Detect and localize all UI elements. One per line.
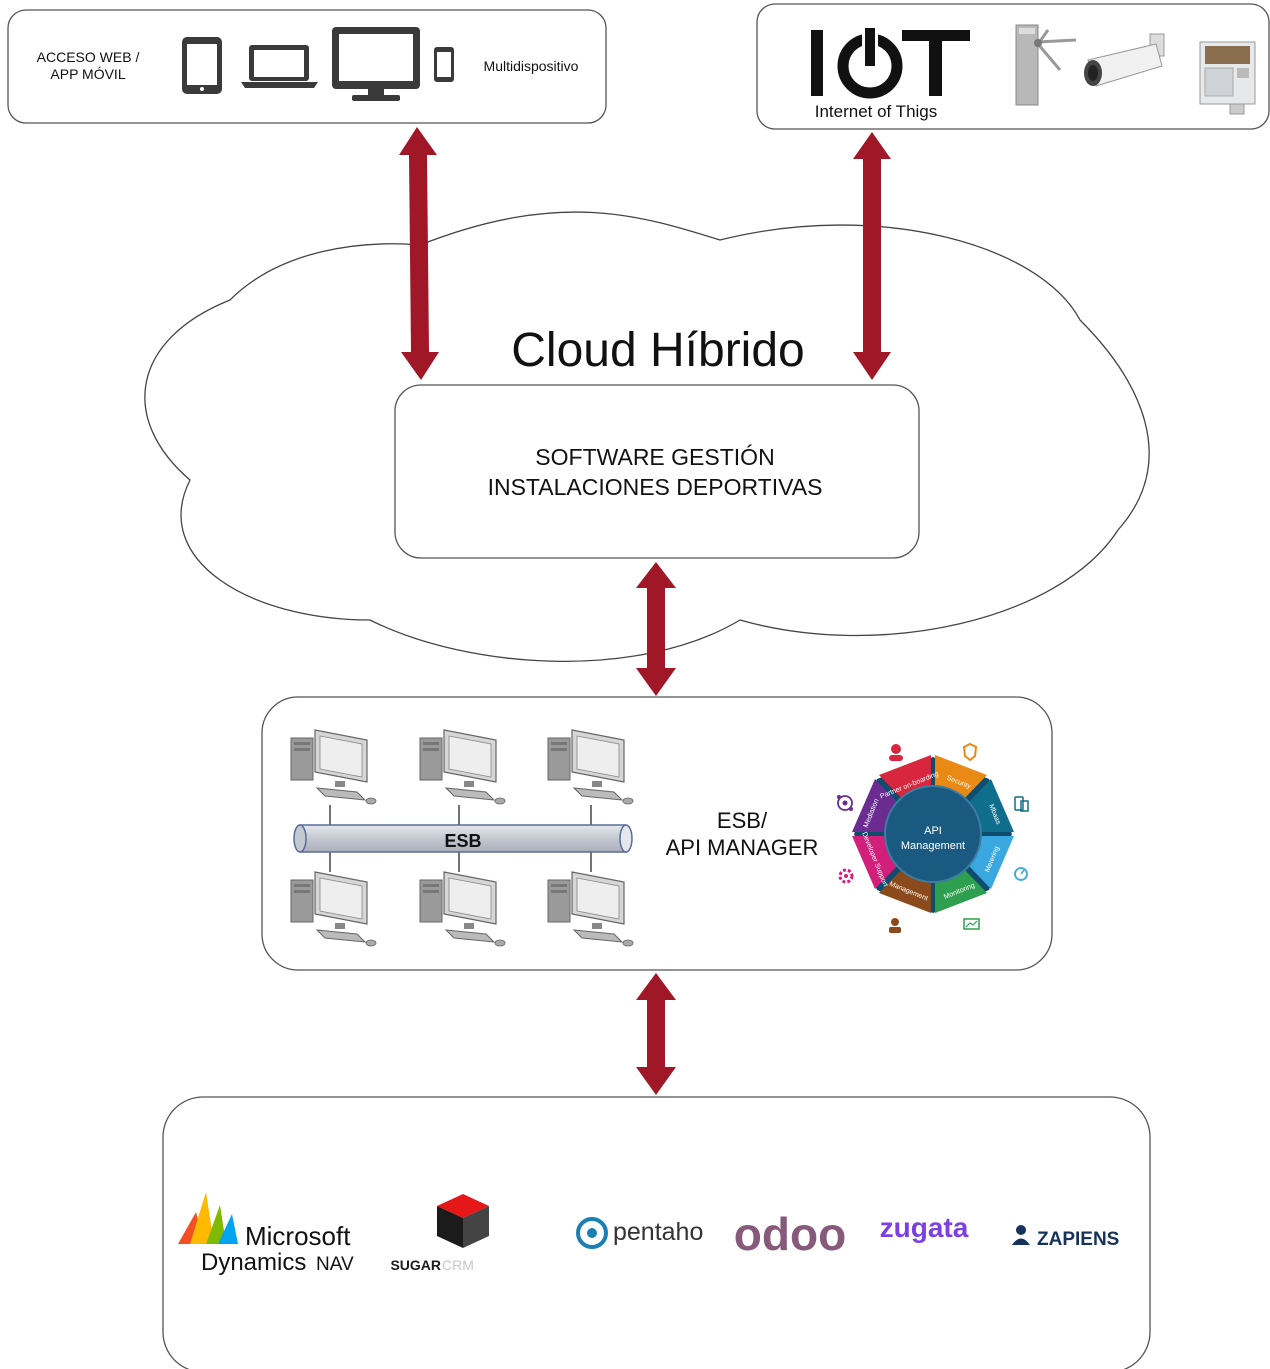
microsoft-dynamics-nav-logo: Microsoft Dynamics NAV bbox=[178, 1192, 354, 1276]
mediation-icon bbox=[837, 795, 853, 811]
esb-pipe-label: ESB bbox=[444, 831, 481, 851]
arrow-esb-to-erp bbox=[636, 973, 676, 1095]
zapiens-person-icon bbox=[1012, 1225, 1030, 1245]
esb-box: ESB ESB/ API MANAGER API Management Part… bbox=[261, 696, 1053, 971]
pentaho-logo: pentaho bbox=[576, 1217, 703, 1249]
arrow-iot-to-cloud bbox=[853, 132, 891, 380]
desktop-monitor-icon bbox=[332, 27, 420, 101]
pentaho-spiral-icon bbox=[576, 1217, 608, 1249]
dynamics-wordmark: Dynamics bbox=[201, 1249, 306, 1276]
sugarcrm-logo: SUGAR CRM bbox=[390, 1194, 489, 1273]
zapiens-logo: ZAPIENS bbox=[1012, 1225, 1119, 1250]
access-label-line2: APP MÓVIL bbox=[50, 66, 125, 82]
iot-logo bbox=[811, 25, 970, 99]
zugata-logo: zugata bbox=[880, 1212, 969, 1243]
multidevice-label: Multidispositivo bbox=[484, 58, 579, 74]
software-title-line1: SOFTWARE GESTIÓN bbox=[535, 444, 774, 470]
pentaho-wordmark: pentaho bbox=[613, 1218, 703, 1246]
vending-machine-icon bbox=[1199, 41, 1256, 115]
access-label-line1: ACCESO WEB / bbox=[37, 49, 140, 65]
nav-wordmark: NAV bbox=[316, 1254, 354, 1275]
smartphone-icon bbox=[434, 47, 454, 82]
sugar-wordmark: SUGAR bbox=[390, 1257, 441, 1273]
iot-caption: Internet of Thigs bbox=[815, 102, 938, 121]
esb-label-line1: ESB/ bbox=[717, 808, 768, 833]
api-management-wheel: API Management Partner on-boarding Secur… bbox=[837, 742, 1029, 933]
mobile-icon bbox=[1014, 796, 1029, 812]
microsoft-wordmark: Microsoft bbox=[245, 1221, 351, 1251]
iot-box: Internet of Thigs bbox=[756, 3, 1270, 130]
manager-icon bbox=[889, 918, 901, 933]
shield-icon bbox=[962, 742, 978, 762]
sugarcrm-cube-icon bbox=[437, 1194, 489, 1248]
arrow-software-to-esb bbox=[636, 562, 676, 696]
esb-label-line2: API MANAGER bbox=[666, 835, 819, 860]
access-devices-box: ACCESO WEB / APP MÓVIL Multidispositivo bbox=[7, 9, 607, 124]
software-title-line2: INSTALACIONES DEPORTIVAS bbox=[488, 474, 823, 500]
esb-pipe: ESB bbox=[293, 824, 633, 853]
chart-monitor-icon bbox=[963, 918, 980, 930]
cloud-title: Cloud Híbrido bbox=[511, 324, 804, 377]
api-center-line1: API bbox=[924, 825, 942, 837]
odoo-logo: odoo bbox=[734, 1208, 846, 1260]
api-center-line2: Management bbox=[901, 840, 965, 852]
crm-wordmark: CRM bbox=[442, 1257, 474, 1273]
dynamics-logo-icon bbox=[178, 1192, 238, 1244]
laptop-icon bbox=[241, 45, 318, 88]
partner-icon bbox=[889, 744, 903, 761]
arrow-web-to-cloud bbox=[399, 127, 439, 380]
gauge-icon bbox=[1014, 867, 1028, 881]
tablet-icon bbox=[182, 37, 222, 94]
turnstile-icon bbox=[1015, 24, 1077, 106]
security-camera-icon bbox=[1084, 33, 1165, 87]
software-box: SOFTWARE GESTIÓN INSTALACIONES DEPORTIVA… bbox=[394, 384, 920, 559]
gear-icon bbox=[838, 868, 854, 884]
backend-systems-box: Microsoft Dynamics NAV SUGAR CRM pentaho… bbox=[162, 1096, 1151, 1369]
esb-network-diagram: ESB bbox=[290, 729, 634, 947]
zapiens-wordmark: ZAPIENS bbox=[1037, 1229, 1119, 1250]
